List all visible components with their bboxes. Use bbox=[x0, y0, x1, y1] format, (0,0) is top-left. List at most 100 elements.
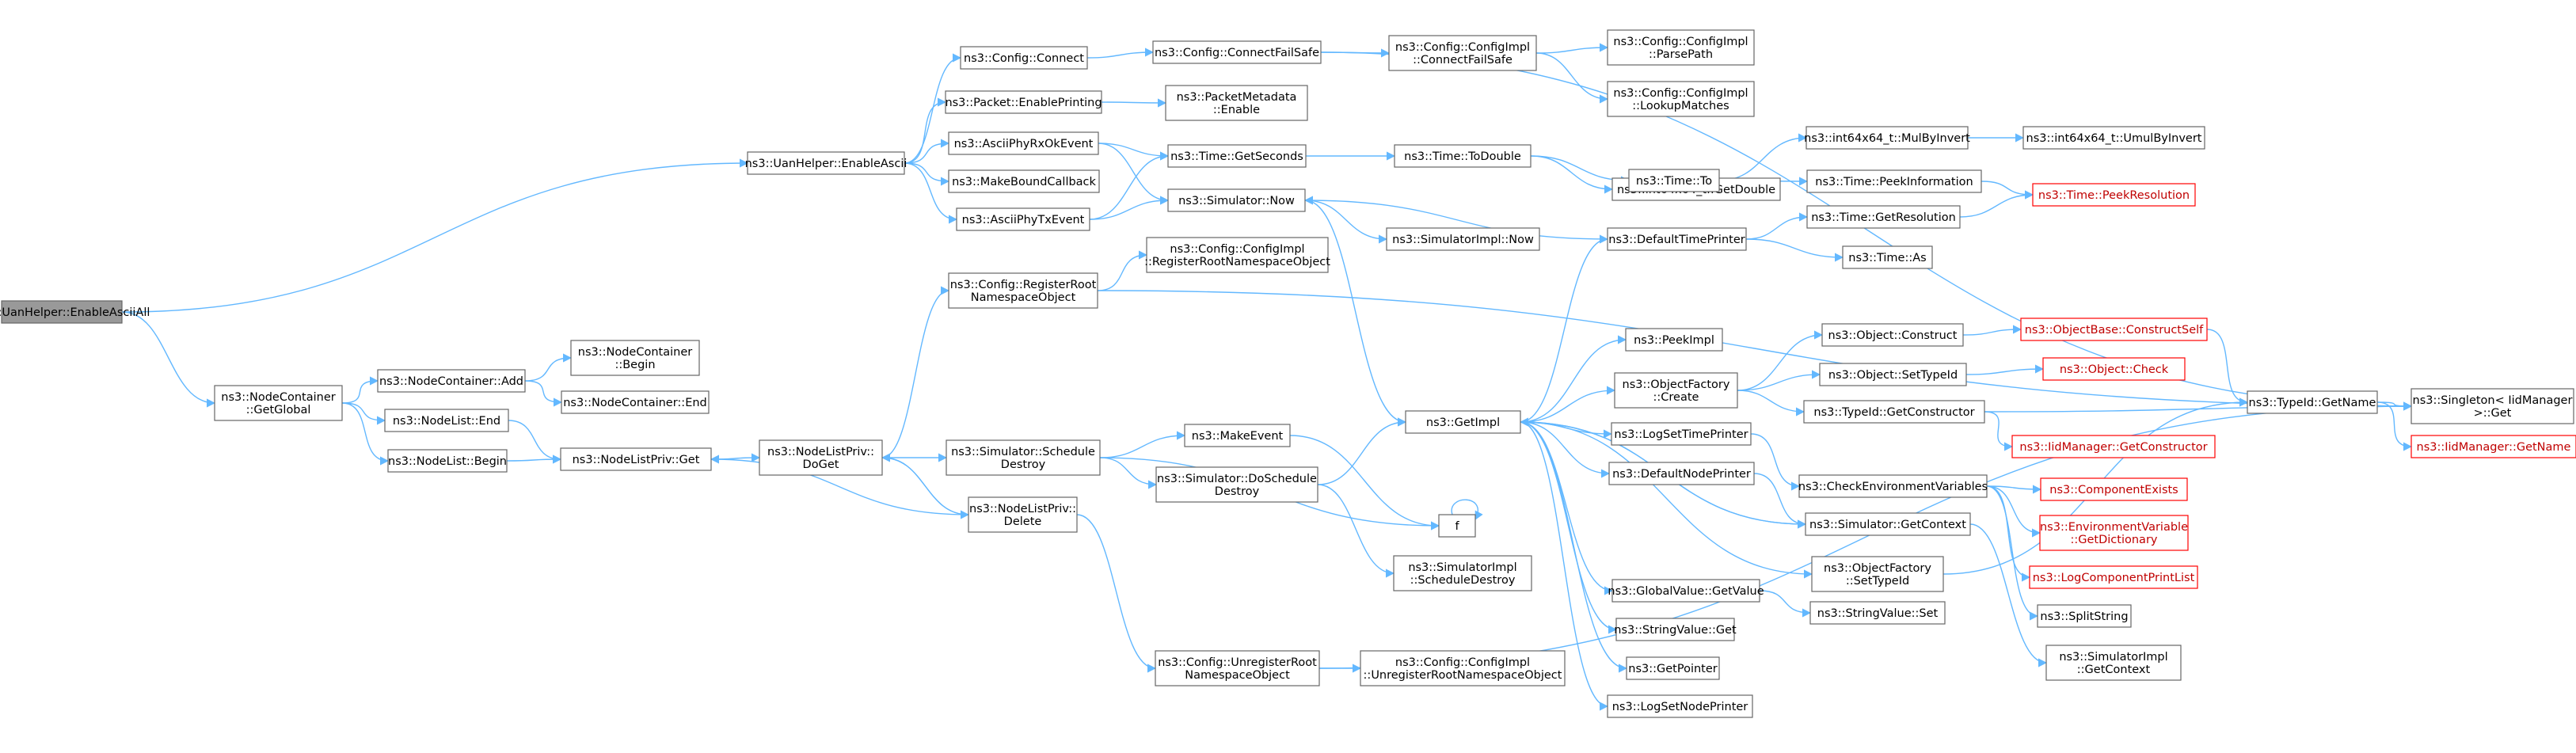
node-defaultNodePrinter[interactable]: ns3::DefaultNodePrinter bbox=[1608, 462, 1755, 485]
node-simNow[interactable]: ns3::Simulator::Now bbox=[1167, 188, 1306, 212]
node-cfgConnectFS[interactable]: ns3::Config::ConnectFailSafe bbox=[1152, 40, 1322, 64]
node-cfgRegRoot[interactable]: ns3::Config::RegisterRootNamespaceObject bbox=[948, 272, 1098, 309]
edge-checkEnvVars-to-splitString bbox=[1986, 485, 2039, 621]
node-getPointer[interactable]: ns3::GetPointer bbox=[1626, 656, 1720, 680]
node-envVarGetDict[interactable]: ns3::EnvironmentVariable::GetDictionary bbox=[2039, 515, 2189, 551]
node-box bbox=[1393, 555, 1532, 591]
node-makeBound[interactable]: ns3::MakeBoundCallback bbox=[948, 169, 1100, 193]
node-nlBegin[interactable]: ns3::NodeList::Begin bbox=[387, 449, 508, 473]
node-simSchedDestroy[interactable]: ns3::Simulator::ScheduleDestroy bbox=[946, 439, 1101, 476]
node-iidGetName[interactable]: ns3::IidManager::GetName bbox=[2410, 435, 2576, 458]
node-globalValueGet[interactable]: ns3::GlobalValue::GetValue bbox=[1608, 579, 1764, 603]
node-objSetTypeId[interactable]: ns3::Object::SetTypeId bbox=[1819, 363, 1967, 386]
edge-typeIdGetName-to-iidGetName bbox=[2376, 401, 2413, 451]
node-ncAdd[interactable]: ns3::NodeContainer::Add bbox=[377, 369, 526, 393]
node-objFactoryCreate[interactable]: ns3::ObjectFactory::Create bbox=[1614, 372, 1738, 409]
node-label: ns3::ObjectBase::ConstructSelf bbox=[2025, 324, 2204, 337]
node-asciiTx[interactable]: ns3::AsciiPhyTxEvent bbox=[956, 207, 1090, 231]
node-defaultTimePrinter[interactable]: ns3::DefaultTimePrinter bbox=[1607, 227, 1747, 251]
node-simGetContext[interactable]: ns3::Simulator::GetContext bbox=[1805, 512, 1971, 536]
node-logSetNodePrinter[interactable]: ns3::LogSetNodePrinter bbox=[1607, 694, 1753, 718]
node-label: ::RegisterRootNamespaceObject bbox=[1144, 256, 1330, 268]
node-pmEnable[interactable]: ns3::PacketMetadata::Enable bbox=[1165, 85, 1308, 121]
node-getImpl[interactable]: ns3::GetImpl bbox=[1405, 410, 1521, 434]
node-componentExists[interactable]: ns3::ComponentExists bbox=[2040, 477, 2188, 501]
edge-asciiRx-to-simNow bbox=[1098, 143, 1170, 205]
node-makeEvent[interactable]: ns3::MakeEvent bbox=[1184, 424, 1291, 447]
node-pktEnablePrinting[interactable]: ns3::Packet::EnablePrinting bbox=[945, 90, 1102, 114]
node-checkEnvVars[interactable]: ns3::CheckEnvironmentVariables bbox=[1798, 474, 1988, 498]
edge-getImpl-to-defaultTimePrinter bbox=[1520, 234, 1609, 423]
node-cfgConnect[interactable]: ns3::Config::Connect bbox=[960, 46, 1088, 70]
node-int64UmulByInvert[interactable]: ns3::int64x64_t::UmulByInvert bbox=[2022, 126, 2205, 150]
node-box bbox=[561, 390, 710, 414]
node-objCheck[interactable]: ns3::Object::Check bbox=[2042, 357, 2186, 381]
edge-asciiRx-to-timeGetSeconds bbox=[1098, 143, 1170, 161]
node-f[interactable]: f bbox=[1438, 514, 1476, 538]
node-singletonGet[interactable]: ns3::Singleton< IidManager>::Get bbox=[2410, 388, 2574, 424]
node-label: ns3::Object::Construct bbox=[1828, 329, 1958, 342]
node-nlEnd[interactable]: ns3::NodeList::End bbox=[384, 409, 509, 432]
node-cfgImplUnregRoot[interactable]: ns3::Config::ConfigImpl::UnregisterRootN… bbox=[1360, 650, 1566, 686]
node-enableAscii[interactable]: ns3::UanHelper::EnableAscii bbox=[745, 151, 907, 175]
node-cfgUnregRoot[interactable]: ns3::Config::UnregisterRootNamespaceObje… bbox=[1155, 650, 1320, 686]
node-timePeekInfo[interactable]: ns3::Time::PeekInformation bbox=[1806, 169, 1982, 193]
node-stringValueSet[interactable]: ns3::StringValue::Set bbox=[1809, 601, 1946, 625]
node-ncBegin[interactable]: ns3::NodeContainer::Begin bbox=[570, 340, 700, 376]
node-timeTo[interactable]: ns3::Time::To bbox=[1628, 169, 1720, 192]
node-timeToDouble[interactable]: ns3::Time::ToDouble bbox=[1394, 144, 1532, 168]
node-timeGetResolution[interactable]: ns3::Time::GetResolution bbox=[1806, 205, 1961, 229]
node-typeIdGetConstructor[interactable]: ns3::TypeId::GetConstructor bbox=[1803, 400, 1985, 424]
node-label: ns3::Time::GetResolution bbox=[1811, 211, 1956, 224]
node-label: ns3::AsciiPhyRxOkEvent bbox=[954, 138, 1094, 150]
node-label: ns3::Simulator::Now bbox=[1178, 195, 1295, 207]
node-ncGetGlobal[interactable]: ns3::NodeContainer::GetGlobal bbox=[214, 385, 343, 421]
node-cfgImplConnectFS[interactable]: ns3::Config::ConfigImpl::ConnectFailSafe bbox=[1388, 35, 1537, 71]
node-splitString[interactable]: ns3::SplitString bbox=[2037, 604, 2132, 628]
node-logComponentPrintList[interactable]: ns3::LogComponentPrintList bbox=[2029, 565, 2198, 589]
node-box bbox=[945, 90, 1102, 114]
edge-getImpl-to-globalValueGet bbox=[1520, 421, 1614, 595]
node-label: ns3::Config::Connect bbox=[964, 52, 1084, 65]
edge-enableAscii-to-pktEnablePrinting bbox=[904, 97, 947, 164]
node-simImplSchedDestroy[interactable]: ns3::SimulatorImpl::ScheduleDestroy bbox=[1393, 555, 1532, 591]
node-box bbox=[960, 46, 1088, 70]
node-label: ns3::Time::PeekResolution bbox=[2038, 189, 2190, 202]
edge-defaultTimePrinter-to-timeAs bbox=[1745, 238, 1844, 262]
node-asciiRx[interactable]: ns3::AsciiPhyRxOkEvent bbox=[948, 131, 1099, 155]
node-simImplNow[interactable]: ns3::SimulatorImpl::Now bbox=[1386, 227, 1540, 251]
node-objConstruct[interactable]: ns3::Object::Construct bbox=[1821, 323, 1964, 347]
node-iidGetConstructor[interactable]: ns3::IidManager::GetConstructor bbox=[2011, 435, 2216, 458]
node-nlpGet[interactable]: ns3::NodeListPriv::Get bbox=[560, 447, 712, 471]
node-stringValueGet[interactable]: ns3::StringValue::Get bbox=[1614, 618, 1737, 641]
node-label: ns3::LogSetNodePrinter bbox=[1612, 701, 1748, 713]
node-box bbox=[387, 449, 508, 473]
node-label: ns3::DefaultNodePrinter bbox=[1612, 468, 1751, 481]
node-label: ::LookupMatches bbox=[1632, 100, 1729, 112]
node-nlpDoGet[interactable]: ns3::NodeListPriv::DoGet bbox=[759, 439, 883, 476]
node-typeIdGetName[interactable]: ns3::TypeId::GetName bbox=[2247, 390, 2378, 414]
node-objFactorySetTypeId[interactable]: ns3::ObjectFactory::SetTypeId bbox=[1811, 556, 1944, 592]
node-objBaseConstructSelf[interactable]: ns3::ObjectBase::ConstructSelf bbox=[2020, 318, 2208, 341]
node-box bbox=[2247, 390, 2378, 414]
node-ncEnd[interactable]: ns3::NodeContainer::End bbox=[561, 390, 710, 414]
node-root[interactable]: ns3::UanHelper::EnableAsciiAll bbox=[0, 300, 150, 324]
edge-cfgRegRoot-to-cfgImplRegRoot bbox=[1097, 250, 1148, 291]
node-timePeekResolution[interactable]: ns3::Time::PeekResolution bbox=[2032, 183, 2196, 207]
node-timeGetSeconds[interactable]: ns3::Time::GetSeconds bbox=[1167, 144, 1307, 168]
node-logSetTimePrinter[interactable]: ns3::LogSetTimePrinter bbox=[1611, 422, 1752, 446]
node-cfgImplLookup[interactable]: ns3::Config::ConfigImpl::LookupMatches bbox=[1607, 81, 1755, 117]
node-label: ::Enable bbox=[1213, 104, 1260, 116]
node-timeAs[interactable]: ns3::Time::As bbox=[1842, 245, 1933, 269]
node-peekImpl[interactable]: ns3::PeekImpl bbox=[1625, 328, 1723, 352]
node-cfgImplParsePath[interactable]: ns3::Config::ConfigImpl::ParsePath bbox=[1607, 29, 1755, 66]
node-int64MulByInvert[interactable]: ns3::int64x64_t::MulByInvert bbox=[1804, 126, 1970, 150]
node-box bbox=[1152, 40, 1322, 64]
node-box bbox=[1805, 126, 1969, 150]
node-simImplGetContext[interactable]: ns3::SimulatorImpl::GetContext bbox=[2045, 645, 2182, 681]
edge-timePeekInfo-to-timePeekResolution bbox=[1981, 181, 2034, 200]
node-cfgImplRegRoot[interactable]: ns3::Config::ConfigImpl::RegisterRootNam… bbox=[1144, 237, 1330, 273]
node-label: ns3::ObjectFactory bbox=[1623, 378, 1730, 391]
node-nlpDelete[interactable]: ns3::NodeListPriv::Delete bbox=[968, 496, 1078, 533]
